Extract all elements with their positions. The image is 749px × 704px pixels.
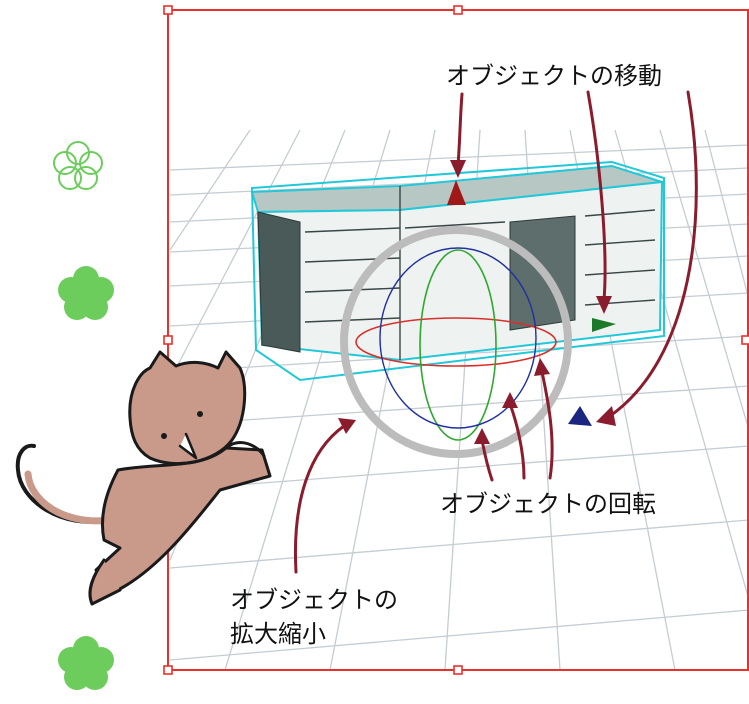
label-scale-line2: 拡大縮小 xyxy=(230,620,326,648)
handle-middle-left xyxy=(163,335,173,345)
handle-top-center xyxy=(453,5,463,15)
rotate-gizmo[interactable] xyxy=(340,226,572,458)
rotate-ring-outer xyxy=(340,226,572,458)
flower-icon xyxy=(58,266,114,320)
rotate-ring-x xyxy=(355,317,557,367)
handle-top-left xyxy=(163,5,173,15)
rotate-ring-y xyxy=(419,249,497,441)
flower-icon xyxy=(58,636,114,690)
move-arrow-right[interactable] xyxy=(592,318,616,332)
handle-bottom-center xyxy=(453,665,463,675)
handle-middle-right xyxy=(741,335,749,345)
cat-illustration xyxy=(15,350,272,606)
selection-frame[interactable] xyxy=(163,5,749,675)
label-rotate: オブジェクトの回転 xyxy=(440,490,656,518)
rotate-ring-z xyxy=(379,247,537,429)
annotation-arrows xyxy=(293,90,698,574)
move-arrow-down-right[interactable] xyxy=(568,406,592,426)
move-arrow-up[interactable] xyxy=(447,180,466,205)
label-scale-line1: オブジェクトの xyxy=(230,586,398,614)
label-move: オブジェクトの移動 xyxy=(446,62,662,90)
flower-outline-icon xyxy=(53,141,103,190)
handle-bottom-left xyxy=(163,665,173,675)
